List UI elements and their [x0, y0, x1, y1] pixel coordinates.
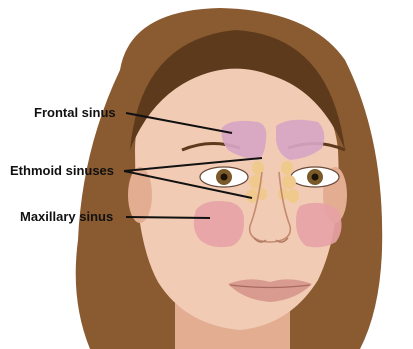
ethmoid-sinuses-label: Ethmoid sinuses	[10, 163, 114, 179]
ethmoid-cell	[287, 189, 299, 203]
maxillary-sinus-label: Maxillary sinus	[20, 209, 113, 225]
frontal-sinus-label: Frontal sinus	[34, 105, 116, 121]
right-pupil	[312, 174, 319, 181]
maxillary-leader-line	[126, 217, 210, 218]
maxillary-sinus-right	[296, 203, 342, 248]
left-pupil	[221, 174, 228, 181]
maxillary-sinus-left	[194, 201, 244, 247]
ethmoid-cell	[246, 189, 258, 203]
ethmoid-cell	[281, 161, 293, 175]
ethmoid-cell	[282, 175, 296, 189]
